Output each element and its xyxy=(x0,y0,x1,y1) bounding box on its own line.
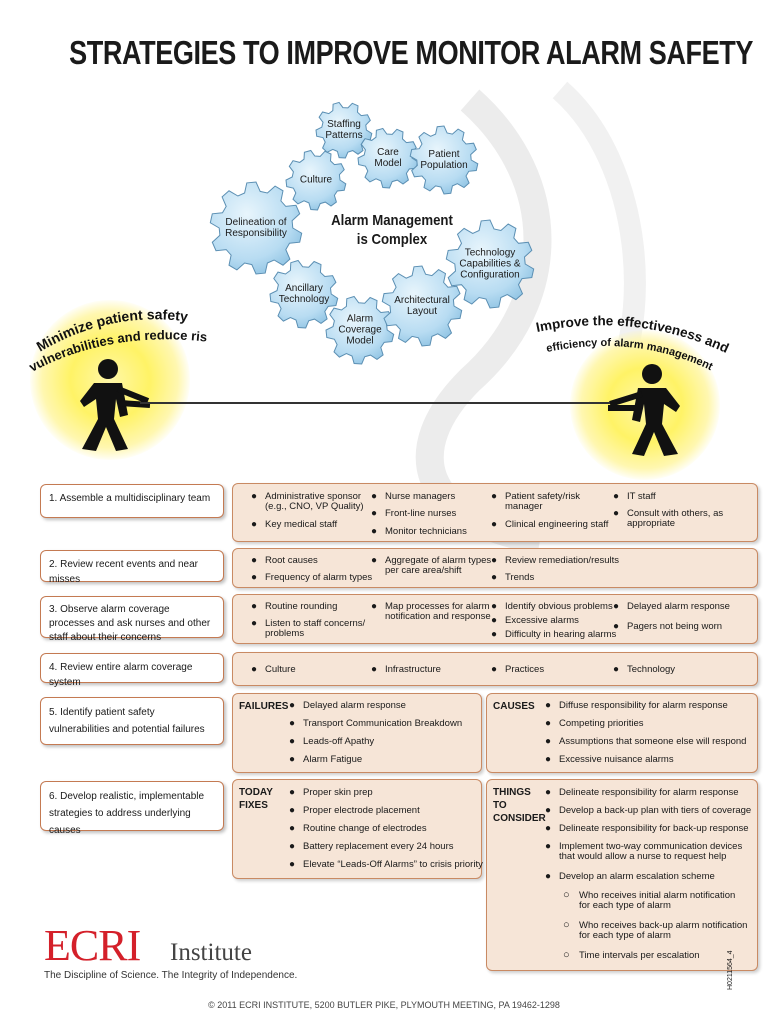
list-item: Delayed alarm response xyxy=(613,602,730,613)
gear-center-label: Alarm Management is Complex xyxy=(331,211,453,249)
list-item: Technology xyxy=(613,665,675,676)
step-1-panel: Administrative sponsor(e.g., CNO, VP Qua… xyxy=(232,483,758,542)
right-banner-text: Improve the effectiveness and efficiency… xyxy=(535,313,731,373)
list-item: Frequency of alarm types xyxy=(251,573,372,584)
gear-shape xyxy=(315,101,373,159)
list-item: Practices xyxy=(491,665,544,676)
step-3-panel: Routine rounding Listen to staff concern… xyxy=(232,594,758,644)
ecri-logo-institute: Institute xyxy=(170,939,252,966)
ecri-logo-wordmark: ECRI xyxy=(44,921,141,970)
gear-shape xyxy=(325,295,395,365)
gear-shape xyxy=(269,259,339,329)
causes-heading: CAUSES xyxy=(493,701,535,712)
list-item: Infrastructure xyxy=(371,665,441,676)
step-3-label: 3. Observe alarm coverage processes and … xyxy=(40,596,224,643)
logo-tagline: The Discipline of Science. The Integrity… xyxy=(44,970,298,981)
gear-shape xyxy=(445,219,535,309)
step-5-failures-panel: FAILURES Delayed alarm response Transpor… xyxy=(232,693,482,773)
list-item: Nurse managers xyxy=(371,492,455,503)
list-item: Difficulty in hearing alarms xyxy=(491,630,616,641)
document-id: H0211564_4 xyxy=(727,950,734,990)
list-item: Culture xyxy=(251,665,296,676)
failures-heading: FAILURES xyxy=(239,701,289,712)
list-item: Identify obvious problems xyxy=(491,602,613,613)
tug-of-war-rope xyxy=(140,402,610,404)
step-4-label: 4. Review entire alarm coverage system xyxy=(40,653,224,688)
list-item: Clinical engineering staff xyxy=(491,520,608,531)
list-item: Administrative sponsor(e.g., CNO, VP Qua… xyxy=(251,492,364,512)
step-5-label: 5. Identify patient safety vulnerabiliti… xyxy=(40,697,224,745)
list-item: Root causes xyxy=(251,556,318,567)
list-item: Develop a back-up plan with tiers of cov… xyxy=(545,806,751,817)
list-item: Transport Communication Breakdown xyxy=(289,719,462,730)
list-item: Review remediation/results xyxy=(491,556,619,567)
list-item: Front-line nurses xyxy=(371,509,456,520)
list-item: Battery replacement every 24 hours xyxy=(289,842,454,853)
sub-list-item: Who receives back-up alarm notificationf… xyxy=(563,920,747,941)
list-item: Delineate responsibility for alarm respo… xyxy=(545,788,739,799)
list-item: Diffuse responsibility for alarm respons… xyxy=(545,701,728,712)
center-line-2: is Complex xyxy=(356,231,428,248)
step-4-panel: Culture Infrastructure Practices Technol… xyxy=(232,652,758,686)
gear-shape xyxy=(285,149,347,211)
right-person-icon xyxy=(608,364,680,456)
list-item: Delayed alarm response xyxy=(289,701,406,712)
list-item: Listen to staff concerns/problems xyxy=(251,619,365,639)
list-item: Monitor technicians xyxy=(371,527,467,538)
list-item: Routine change of electrodes xyxy=(289,824,427,835)
step-6-label: 6. Develop realistic, implementable stra… xyxy=(40,781,224,836)
step-1-label: 1. Assemble a multidisciplinary team xyxy=(40,484,224,518)
list-item: Proper electrode placement xyxy=(289,806,420,817)
list-item: Elevate “Leads-Off Alarms” to crisis pri… xyxy=(289,860,483,871)
step-2-panel: Root causes Frequency of alarm types Agg… xyxy=(232,548,758,588)
list-item: Assumptions that someone else will respo… xyxy=(545,737,746,748)
sub-list-item: Who receives initial alarm notificationf… xyxy=(563,890,735,911)
list-item: Trends xyxy=(491,573,534,584)
list-item: IT staff xyxy=(613,492,656,503)
list-item: Alarm Fatigue xyxy=(289,755,362,766)
step-2-label: 2. Review recent events and near misses xyxy=(40,550,224,585)
gear-shape xyxy=(381,265,463,347)
footer-copyright: © 2011 ECRI INSTITUTE, 5200 BUTLER PIKE,… xyxy=(208,1000,560,1010)
center-line-1: Alarm Management xyxy=(331,212,453,229)
list-item: Excessive nuisance alarms xyxy=(545,755,674,766)
gear-shape xyxy=(409,125,479,195)
gear-shape xyxy=(209,181,303,275)
list-item: Competing priorities xyxy=(545,719,643,730)
gear-shape xyxy=(357,127,419,189)
list-item: Leads-off Apathy xyxy=(289,737,374,748)
step-5-causes-panel: CAUSES Diffuse responsibility for alarm … xyxy=(486,693,758,773)
list-item: Routine rounding xyxy=(251,602,337,613)
sub-list-item: Time intervals per escalation xyxy=(563,950,700,961)
list-item: Pagers not being worn xyxy=(613,622,722,633)
list-item: Key medical staff xyxy=(251,520,337,531)
page-title: STRATEGIES TO IMPROVE MONITOR ALARM SAFE… xyxy=(69,34,753,71)
list-item: Delineate responsibility for back-up res… xyxy=(545,824,749,835)
list-item: Develop an alarm escalation scheme xyxy=(545,872,715,883)
list-item: Implement two-way communication devicest… xyxy=(545,842,742,862)
left-person-icon xyxy=(80,359,151,451)
list-item: Excessive alarms xyxy=(491,616,579,627)
list-item: Proper skin prep xyxy=(289,788,373,799)
gear-label: Culture xyxy=(299,174,333,186)
